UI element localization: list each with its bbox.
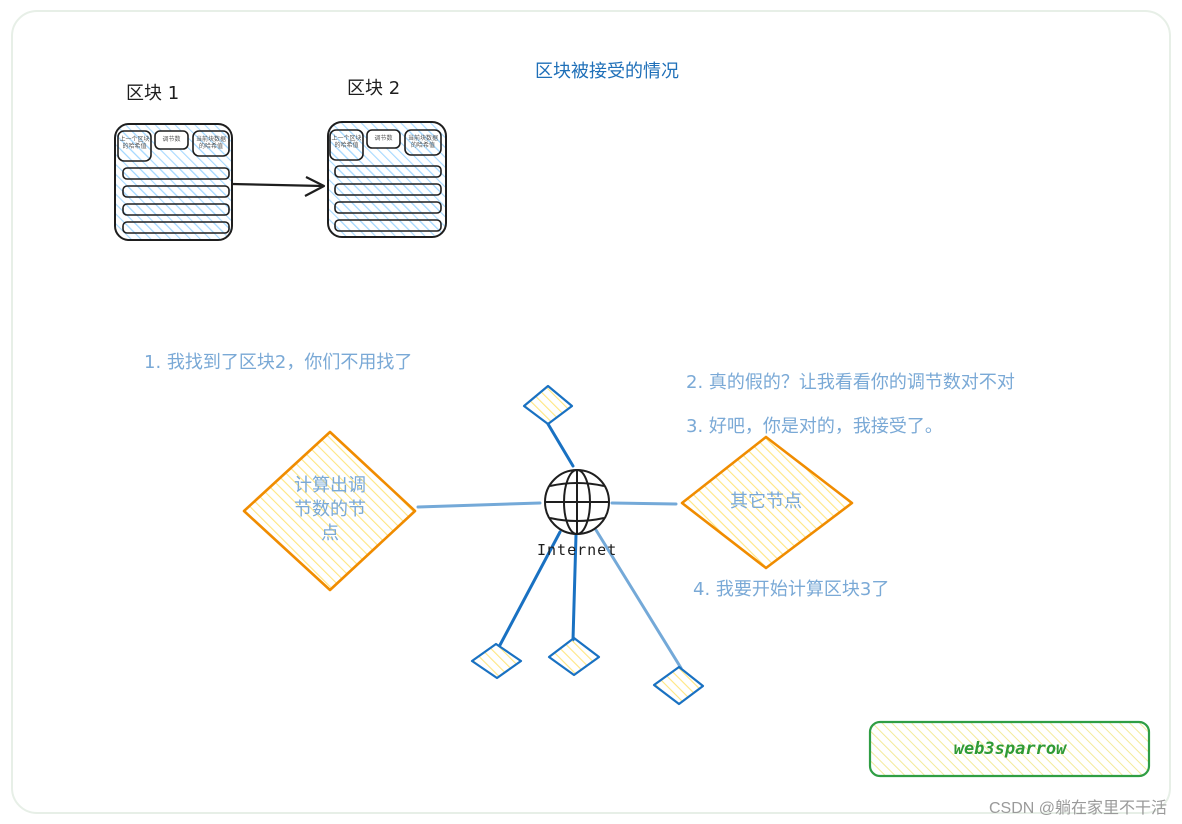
block-2-field-nonce: 调节数 xyxy=(374,135,393,142)
block-1-field-nonce: 调节数 xyxy=(162,136,181,143)
brand-label: web3sparrow xyxy=(953,739,1067,759)
block-2-label: 区块 2 xyxy=(347,78,401,99)
message-2: 2. 真的假的？让我看看你的调节数对不对 xyxy=(686,372,1015,393)
brand-box xyxy=(868,720,1151,778)
miner-node xyxy=(242,430,417,592)
diagram-title: 区块被接受的情况 xyxy=(535,61,679,82)
network-links xyxy=(416,422,683,670)
block-2 xyxy=(327,121,447,238)
message-1: 1. 我找到了区块2，你们不用找了 xyxy=(144,352,413,373)
block-1 xyxy=(114,123,233,241)
block-1-field-prev-hash: 上一个区块的哈希值 xyxy=(119,136,150,150)
globe-icon xyxy=(544,469,610,535)
message-3: 3. 好吧，你是对的，我接受了。 xyxy=(686,416,943,437)
block-1-field-data-hash: 当前块数据的哈希值 xyxy=(195,136,226,150)
other-nodes xyxy=(680,435,854,570)
canvas-frame xyxy=(11,10,1171,814)
peer-node-top xyxy=(522,384,574,426)
block-1-label: 区块 1 xyxy=(126,83,180,104)
peer-node-bottom-left xyxy=(470,642,523,680)
message-4: 4. 我要开始计算区块3了 xyxy=(693,579,890,600)
peer-node-bottom-center xyxy=(547,636,601,677)
internet-label: Internet xyxy=(537,541,618,559)
watermark: CSDN @躺在家里不干活 xyxy=(988,800,1167,817)
miner-node-label: 计算出调节数的节点 xyxy=(294,475,366,544)
block-2-field-data-hash: 当前块数据的哈希值 xyxy=(407,135,438,149)
block-2-field-prev-hash: 上一个区块的哈希值 xyxy=(331,135,362,149)
other-nodes-label: 其它节点 xyxy=(730,491,802,512)
peer-node-bottom-right xyxy=(652,665,705,706)
chain-arrow xyxy=(231,176,326,197)
